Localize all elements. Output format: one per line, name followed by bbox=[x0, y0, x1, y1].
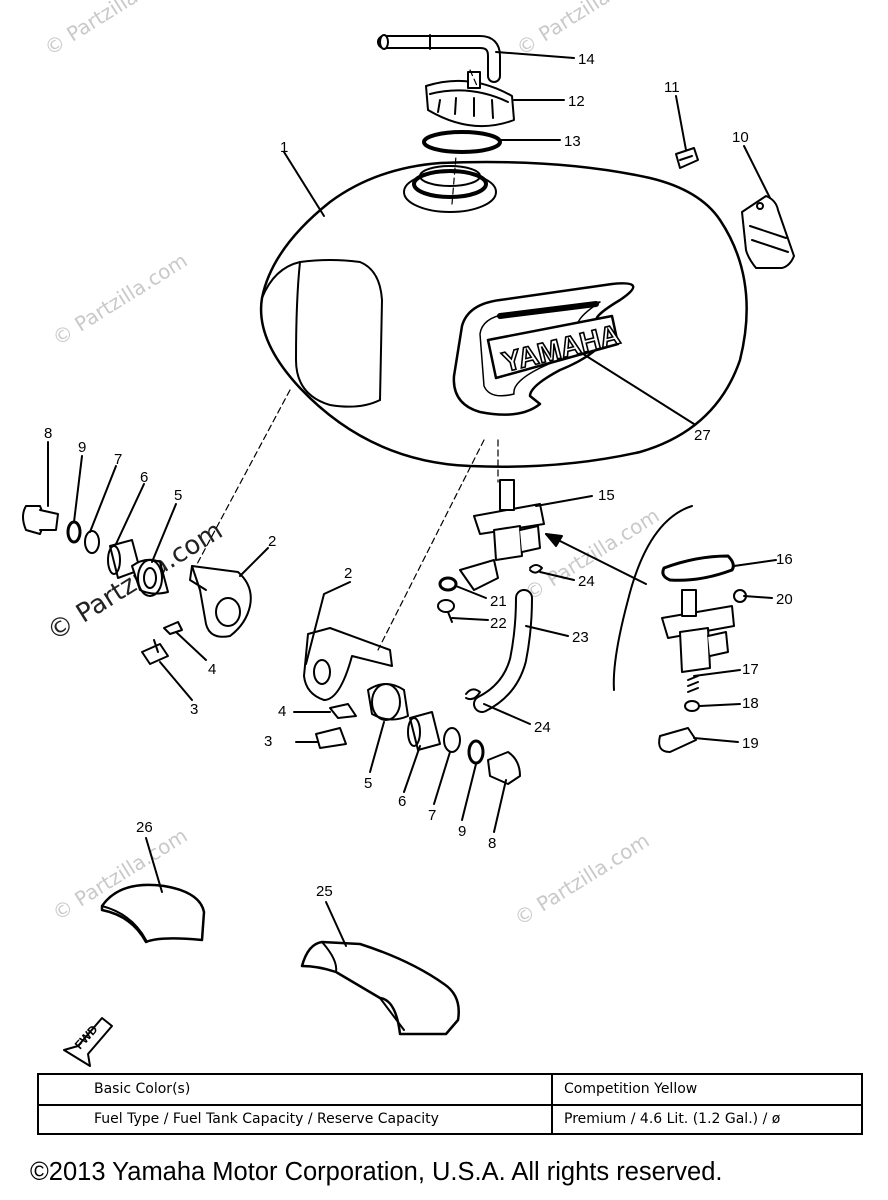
callout-26: 26 bbox=[136, 819, 153, 836]
fuel-cock-screw bbox=[437, 599, 455, 623]
callout-24-lower: 24 bbox=[534, 719, 551, 736]
callout-7-left: 7 bbox=[114, 451, 122, 468]
callout-1: 1 bbox=[280, 139, 288, 156]
callout-9-left: 9 bbox=[78, 439, 86, 456]
spec-value: Premium / 4.6 Lit. (1.2 Gal.) / ø bbox=[564, 1111, 781, 1127]
spec-label: Basic Color(s) bbox=[94, 1081, 191, 1097]
rubber-cover-26 bbox=[100, 883, 206, 944]
spec-row: Fuel Type / Fuel Tank Capacity / Reserve… bbox=[39, 1105, 861, 1134]
emblem-bracket-10 bbox=[741, 195, 795, 269]
hose-clip-lower bbox=[465, 688, 481, 701]
callout-15: 15 bbox=[598, 487, 615, 504]
callout-22: 22 bbox=[490, 615, 507, 632]
tank-emblem bbox=[486, 314, 620, 380]
callout-19: 19 bbox=[742, 735, 759, 752]
callout-23: 23 bbox=[572, 629, 589, 646]
fuel-tank bbox=[259, 160, 748, 468]
detail-outline bbox=[612, 505, 693, 691]
callout-8-left: 8 bbox=[44, 425, 52, 442]
callout-9-center: 9 bbox=[458, 823, 466, 840]
callout-3-left: 3 bbox=[190, 701, 198, 718]
spec-value: Competition Yellow bbox=[564, 1081, 698, 1097]
washer-left bbox=[66, 520, 82, 544]
callout-12: 12 bbox=[568, 93, 585, 110]
callout-18: 18 bbox=[742, 695, 759, 712]
clip-left bbox=[163, 621, 183, 635]
callout-16: 16 bbox=[776, 551, 793, 568]
o-ring bbox=[661, 554, 735, 582]
plain-washer-left bbox=[84, 530, 100, 554]
callout-11: 11 bbox=[664, 79, 680, 96]
callout-25: 25 bbox=[316, 883, 333, 900]
fuel-cock bbox=[459, 479, 545, 591]
callout-27: 27 bbox=[694, 427, 711, 444]
fuel-cock-gasket bbox=[438, 576, 458, 592]
tank-bracket-left bbox=[189, 565, 252, 638]
hose-clip-upper bbox=[529, 564, 543, 574]
cap-gasket bbox=[422, 130, 502, 154]
washer-center bbox=[467, 739, 485, 765]
damper-left bbox=[131, 558, 169, 597]
callout-13: 13 bbox=[564, 133, 581, 150]
fuel-cock-detail bbox=[661, 589, 735, 673]
spec-table: Basic Color(s) Competition Yellow Fuel T… bbox=[37, 1073, 863, 1135]
rubber-cover-25 bbox=[300, 940, 460, 1036]
damper-center bbox=[367, 683, 409, 721]
callout-8-center: 8 bbox=[488, 835, 496, 852]
callout-2-left: 2 bbox=[268, 533, 276, 550]
callout-14: 14 bbox=[578, 51, 595, 68]
callout-4-center: 4 bbox=[278, 703, 286, 720]
callout-7-center: 7 bbox=[428, 807, 436, 824]
clip-center bbox=[329, 703, 357, 719]
small-o-ring bbox=[684, 700, 700, 712]
plain-washer-center bbox=[443, 727, 461, 753]
bolt-center bbox=[315, 727, 347, 749]
bolt-11 bbox=[675, 147, 699, 169]
callout-10: 10 bbox=[732, 129, 749, 146]
callout-2-center: 2 bbox=[344, 565, 352, 582]
callout-4-left: 4 bbox=[208, 661, 216, 678]
breather-hose bbox=[377, 34, 501, 83]
callout-5-center: 5 bbox=[364, 775, 372, 792]
damper-bolt-center bbox=[487, 751, 521, 785]
spec-label: Fuel Type / Fuel Tank Capacity / Reserve… bbox=[94, 1111, 439, 1127]
callout-6-left: 6 bbox=[140, 469, 148, 486]
fuel-cock-lever bbox=[658, 727, 697, 753]
callout-21: 21 bbox=[490, 593, 507, 610]
callout-3-center: 3 bbox=[264, 733, 272, 750]
spring bbox=[687, 675, 699, 693]
callout-17: 17 bbox=[742, 661, 759, 678]
copyright-notice: ©2013 Yamaha Motor Corporation, U.S.A. A… bbox=[30, 1158, 723, 1186]
damper-bolt-left bbox=[22, 505, 59, 535]
forward-arrow-icon bbox=[63, 1017, 113, 1067]
bolt-left bbox=[141, 639, 169, 665]
collar-center bbox=[407, 711, 441, 751]
spec-row: Basic Color(s) Competition Yellow bbox=[39, 1075, 861, 1106]
filler-cap bbox=[425, 71, 515, 128]
callout-6-center: 6 bbox=[398, 793, 406, 810]
callout-20: 20 bbox=[776, 591, 793, 608]
callout-24-upper: 24 bbox=[578, 573, 595, 590]
tank-bracket-center bbox=[303, 627, 393, 701]
callout-5-left: 5 bbox=[174, 487, 182, 504]
